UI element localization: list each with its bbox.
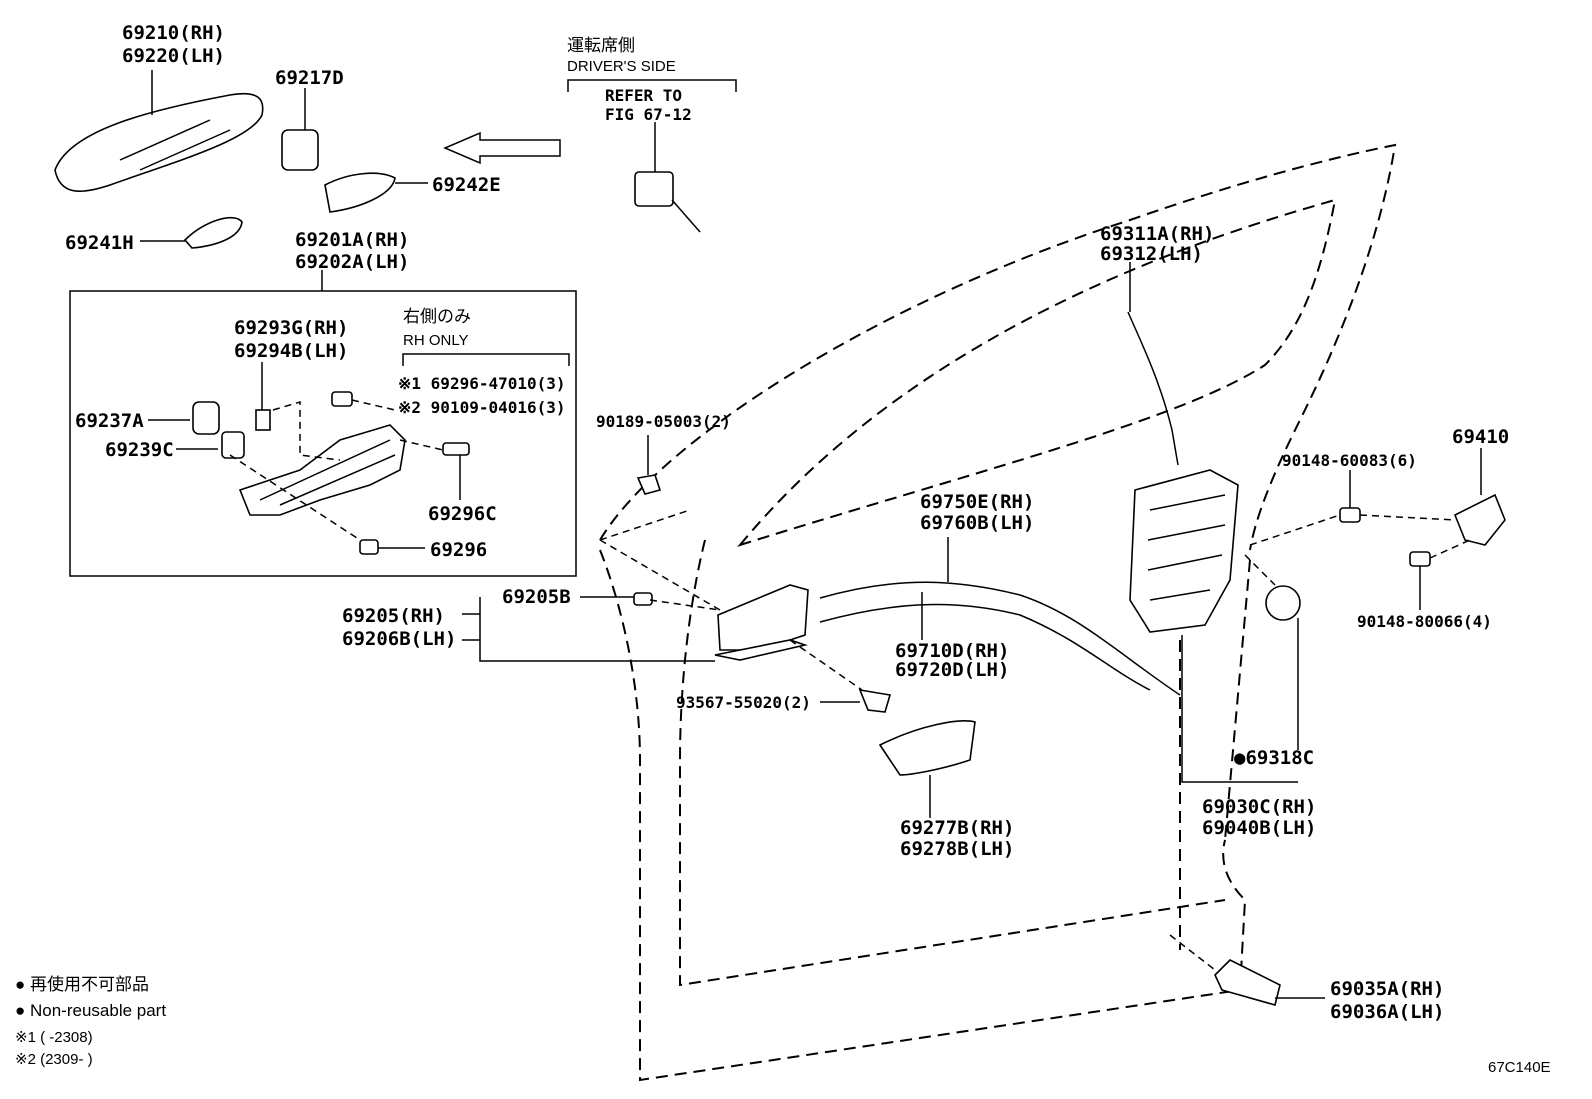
label-93567: 93567-55020(2) xyxy=(676,693,811,712)
lock-cylinder xyxy=(192,401,220,435)
label-69201a: 69201A(RH) xyxy=(295,229,409,251)
striker-group xyxy=(1249,448,1506,610)
label-69035a: 69035A(RH) xyxy=(1330,978,1444,1000)
frame-screw xyxy=(359,539,379,555)
label-90189: 90189-05003(2) xyxy=(596,412,731,431)
labels: 69210(RH) 69220(LH) 69217D 69242E 69241H… xyxy=(65,22,1509,1023)
label-69040b: 69040B(LH) xyxy=(1202,817,1316,839)
label-69760b: 69760B(LH) xyxy=(920,512,1034,534)
label-69318c: ●69318C xyxy=(1234,747,1314,769)
screw-9018905003 xyxy=(636,474,662,495)
label-69750e: 69750E(RH) xyxy=(920,491,1034,513)
handle-pad-lh xyxy=(183,216,243,249)
outside-handle-group xyxy=(54,93,561,249)
rh-only-label: RH ONLY xyxy=(403,332,469,349)
detail-box xyxy=(69,290,577,577)
key-cylinder-connector xyxy=(634,171,674,207)
door-lock-assembly xyxy=(1129,469,1301,783)
label-90148-80066: 90148-80066(4) xyxy=(1357,612,1492,631)
door-panel-cover xyxy=(878,720,976,818)
label-69205: 69205(RH) xyxy=(342,605,445,627)
handle-pad-rh xyxy=(324,172,396,213)
label-69030c: 69030C(RH) xyxy=(1202,796,1316,818)
striker-bolt-80066 xyxy=(1409,551,1431,567)
clip-piece xyxy=(255,409,271,431)
label-69202a: 69202A(LH) xyxy=(295,251,409,273)
label-69239c: 69239C xyxy=(105,439,174,461)
legend-range-1: ※1 ( -2308) xyxy=(15,1029,93,1046)
cables xyxy=(819,537,1181,696)
label-69410: 69410 xyxy=(1452,426,1509,448)
drivers-side-group xyxy=(567,79,737,233)
lock-seal-ring xyxy=(1265,585,1301,621)
rh-only-jp: 右側のみ xyxy=(403,307,471,326)
striker-bolt-60083 xyxy=(1339,507,1361,523)
arrow-left-icon xyxy=(443,131,561,165)
screw-93567 xyxy=(789,639,892,713)
refer-to-line2: FIG 67-12 xyxy=(605,105,692,124)
drivers-side-jp: 運転席側 xyxy=(567,36,635,55)
label-69710d: 69710D(RH) xyxy=(895,640,1009,662)
footnote-part-2: ※2 90109-04016(3) xyxy=(398,398,566,417)
legend: ● 再使用不可部品 ● Non-reusable part ※1 ( -2308… xyxy=(15,974,1551,1076)
label-69242e: 69242E xyxy=(432,174,501,196)
label-69241h: 69241H xyxy=(65,232,134,254)
label-69210: 69210(RH) xyxy=(122,22,225,44)
label-69277b: 69277B(RH) xyxy=(900,817,1014,839)
label-69312: 69312(LH) xyxy=(1100,243,1203,265)
label-90148-60083: 90148-60083(6) xyxy=(1282,451,1417,470)
cylinder-pad xyxy=(221,431,245,459)
legend-range-2: ※2 (2309- ) xyxy=(15,1051,93,1068)
handle-cap xyxy=(281,129,319,171)
handle-clip xyxy=(633,592,653,606)
label-69294b: 69294B(LH) xyxy=(234,340,348,362)
footnote-part-1: ※1 69296-47010(3) xyxy=(398,374,566,393)
label-69220: 69220(LH) xyxy=(122,45,225,67)
refer-to-line1: REFER TO xyxy=(605,86,682,105)
frame-bolt xyxy=(331,391,353,407)
legend-non-reusable: ● Non-reusable part xyxy=(15,1001,166,1020)
lock-rod xyxy=(1127,262,1179,466)
label-69036a: 69036A(LH) xyxy=(1330,1001,1444,1023)
label-69296: 69296 xyxy=(430,539,487,561)
leaders-top-left xyxy=(140,70,428,291)
inside-handle-bezel xyxy=(714,639,808,661)
label-69205b: 69205B xyxy=(502,586,571,608)
label-69296c: 69296C xyxy=(428,503,497,525)
handle-frame xyxy=(238,424,406,516)
door-outline xyxy=(599,143,1397,1082)
figure-code: 67C140E xyxy=(1488,1059,1551,1076)
frame-pin xyxy=(442,442,470,456)
legend-non-reusable-jp: ● 再使用不可部品 xyxy=(15,974,149,994)
label-69311a: 69311A(RH) xyxy=(1100,223,1214,245)
lower-cover xyxy=(1169,934,1325,1006)
striker xyxy=(1453,493,1506,546)
label-69237a: 69237A xyxy=(75,410,144,432)
label-69206b: 69206B(LH) xyxy=(342,628,456,650)
label-69293g: 69293G(RH) xyxy=(234,317,348,339)
label-69278b: 69278B(LH) xyxy=(900,838,1014,860)
inside-handle-group xyxy=(462,435,809,662)
label-69217d: 69217D xyxy=(275,67,344,89)
drivers-side-label: DRIVER'S SIDE xyxy=(567,58,676,75)
label-69720d: 69720D(LH) xyxy=(895,659,1009,681)
inside-handle xyxy=(717,584,809,651)
